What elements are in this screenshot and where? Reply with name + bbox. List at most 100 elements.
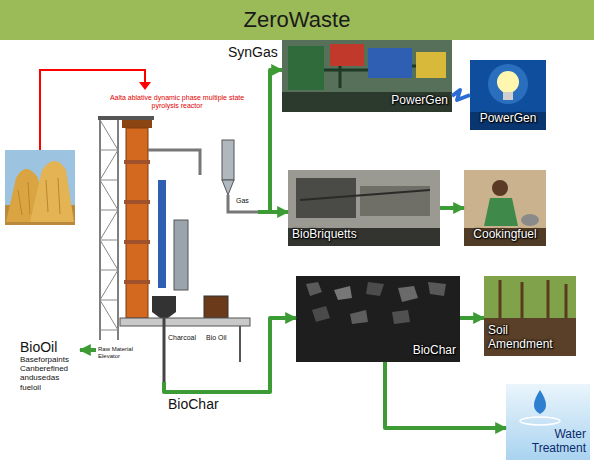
- cooking-image: [464, 228, 546, 246]
- generator-image: [330, 44, 364, 66]
- flow-label: SynGas: [228, 44, 278, 60]
- image-box: Water Treatment: [506, 384, 590, 460]
- reactor-drawing: [163, 318, 166, 382]
- bulb-image: [470, 60, 546, 130]
- power-bolt: [452, 90, 470, 100]
- reactor-drawing: [117, 120, 119, 340]
- soil-image: [484, 318, 576, 356]
- water-image: [506, 384, 590, 460]
- reactor-drawing: [124, 280, 150, 284]
- reactor-drawing: [152, 296, 176, 318]
- node-label: PowerGen: [480, 112, 537, 126]
- flow-arrow: [460, 316, 484, 320]
- cooking-image: [521, 214, 539, 226]
- bulb-image: [497, 71, 519, 93]
- node-label: BioOil: [20, 339, 78, 355]
- reactor-drawing: [120, 318, 250, 326]
- cooking-image: [464, 170, 546, 246]
- reactor-drawing: [100, 120, 118, 330]
- reactor-drawing: [222, 180, 234, 195]
- briquette-machine-image: [300, 190, 430, 200]
- cooking-image: [464, 170, 546, 246]
- generator-image: [282, 92, 452, 112]
- node-label: Water Treatment: [510, 428, 586, 456]
- reactor-drawing: [174, 220, 188, 290]
- node-label: BioChar: [413, 344, 456, 358]
- biochar-image: [428, 282, 446, 296]
- reactor-drawing: [239, 326, 241, 362]
- bulb-image: [503, 92, 513, 100]
- cooking-image: [492, 180, 508, 196]
- node-label: BioBriquetts: [292, 228, 357, 242]
- flow-arrow: [385, 362, 506, 428]
- generator-image: [282, 40, 452, 112]
- part-label: Gas: [236, 197, 249, 205]
- image-box: Soil Amendment: [484, 276, 576, 356]
- reactor-drawing: [124, 160, 150, 164]
- generator-image: [324, 66, 416, 88]
- flow-arrow: [440, 206, 464, 210]
- briquette-machine-image: [288, 170, 440, 246]
- reactor-drawing: [148, 150, 200, 175]
- reactor-drawing: [98, 116, 258, 382]
- reactor-drawing: [122, 120, 152, 128]
- generator-image: [368, 48, 412, 78]
- generator-image: [416, 52, 446, 78]
- bulb-image: [470, 60, 546, 130]
- water-image: [506, 384, 590, 460]
- part-label: Raw Material Elevator: [98, 346, 142, 360]
- image-box: PowerGen: [470, 60, 546, 130]
- part-label: Charcoal: [168, 334, 196, 342]
- bulb-image: [488, 64, 528, 104]
- generator-image: [282, 40, 452, 112]
- flow-label: BioChar: [168, 396, 219, 412]
- soil-image: [484, 276, 576, 356]
- biochar-image: [392, 310, 410, 324]
- flow-arrow: [80, 348, 96, 352]
- water-image: [534, 390, 546, 414]
- reactor-drawing: [100, 150, 118, 330]
- flow-arrow: [258, 210, 288, 214]
- node-label: Aalta ablative dynamic phase multiple st…: [99, 94, 255, 110]
- hay-piles: [30, 161, 74, 222]
- reactor-drawing: [222, 140, 234, 180]
- biochar-image: [398, 286, 418, 302]
- bulb-image: [470, 112, 546, 130]
- flow-arrow: [164, 318, 296, 392]
- hay-piles: [18, 178, 60, 215]
- title-text: ZeroWaste: [0, 0, 594, 40]
- briquette-machine-image: [288, 170, 440, 246]
- soil-image: [500, 280, 566, 318]
- water-image: [520, 417, 560, 425]
- image-box: BioBriquetts: [288, 170, 440, 246]
- soil-image: [484, 276, 576, 356]
- reactor-drawing: [124, 240, 150, 244]
- reactor-drawing: [158, 180, 166, 288]
- node-label: PowerGen: [391, 94, 448, 108]
- biochar-image: [334, 286, 352, 300]
- reactor-drawing: [228, 195, 258, 212]
- biochar-image: [350, 310, 368, 324]
- biochar-image: [366, 282, 384, 296]
- reactor-drawing: [99, 120, 101, 340]
- biochar-image: [312, 306, 330, 322]
- image-box: Cookingfuel: [464, 170, 546, 246]
- hay-piles: [5, 150, 75, 225]
- reactor-drawing: [204, 296, 228, 318]
- biochar-image: [296, 276, 460, 362]
- biochar-image: [296, 276, 460, 362]
- biochar-image: [306, 282, 322, 296]
- image-box: PowerGen: [282, 40, 452, 112]
- feed-line: [139, 82, 151, 90]
- cooking-image: [484, 198, 518, 226]
- generator-image: [288, 46, 324, 90]
- node-label: Soil Amendment: [488, 324, 572, 352]
- briquette-machine-image: [288, 228, 440, 246]
- reactor-drawing: [126, 128, 148, 318]
- reactor-drawing: [124, 200, 150, 204]
- part-label: Bio Oil: [206, 334, 227, 342]
- output-text-block: BioOilBaseforpaints Canberefined andused…: [18, 338, 80, 404]
- node-note: Baseforpaints Canberefined andusedas fue…: [20, 355, 78, 392]
